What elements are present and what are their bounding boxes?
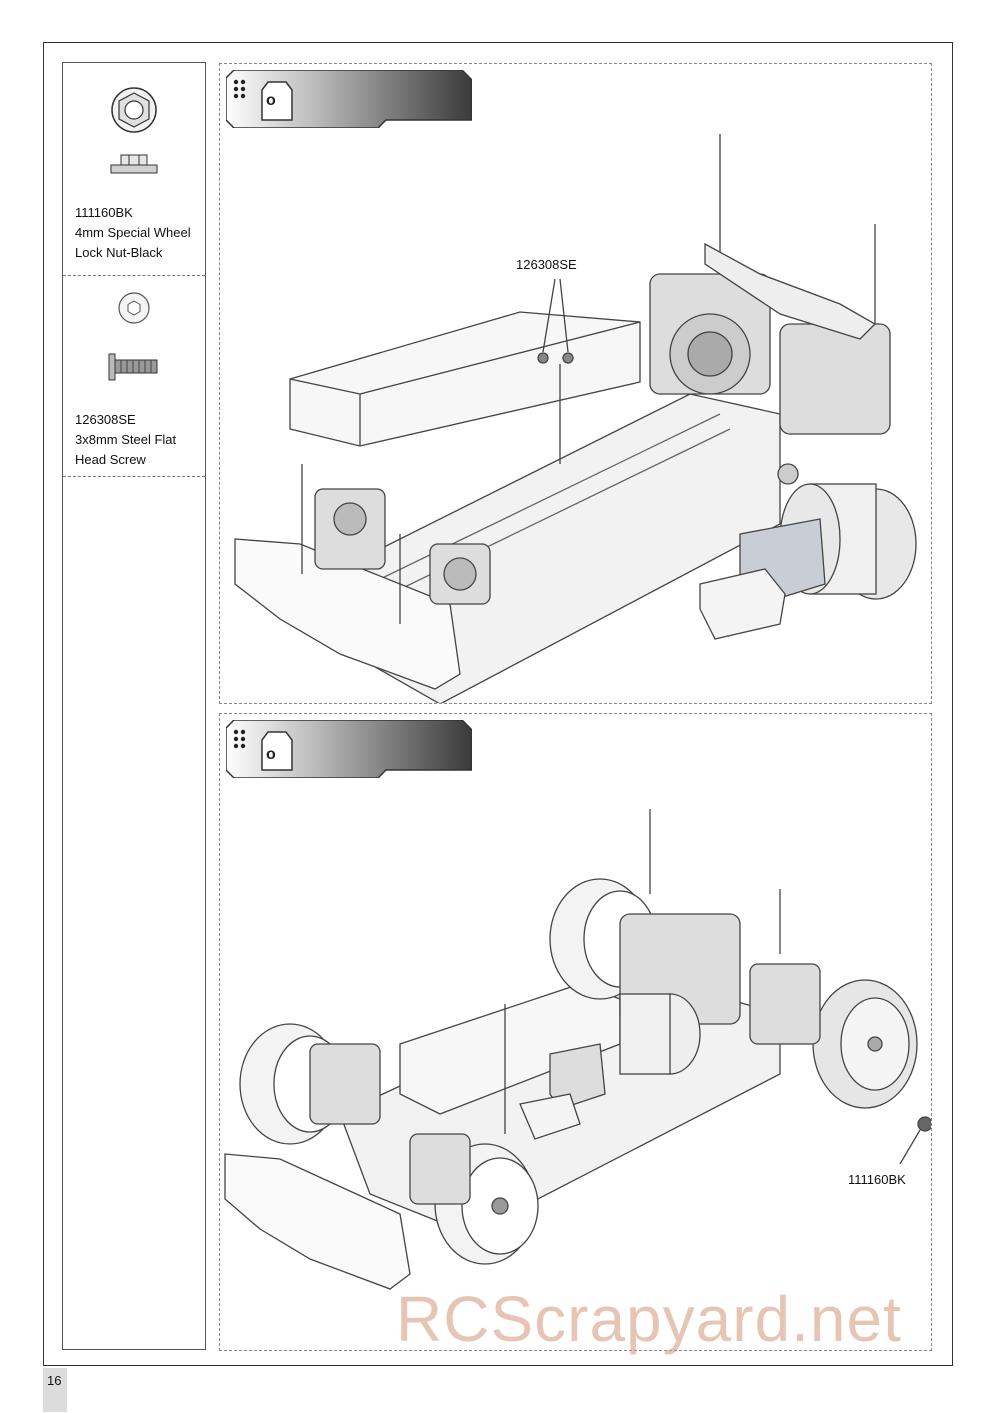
bag-label: o [266, 746, 276, 763]
chassis-with-wheels-illustration [224, 809, 931, 1290]
part-desc: Head Screw [75, 452, 146, 467]
part-item-screw: 126308SE 3x8mm Steel Flat Head Screw [63, 276, 205, 476]
step-panel-1: o [219, 63, 932, 704]
page-number-box [43, 1368, 67, 1412]
part-item-nut: 111160BK 4mm Special Wheel Lock Nut-Blac… [63, 63, 205, 275]
part-code: 126308SE [75, 412, 136, 427]
page-frame [43, 42, 953, 1366]
chassis-illustration [234, 134, 917, 703]
callout-label: 111160BK [848, 1172, 906, 1187]
page-number: 16 [47, 1373, 62, 1388]
flange-nut-icon [110, 87, 158, 174]
part-desc: 4mm Special Wheel [75, 225, 191, 240]
part-desc: 3x8mm Steel Flat [75, 432, 177, 447]
step-header-banner [226, 720, 472, 778]
callout-label: 126308SE [516, 257, 577, 272]
bag-label: o [266, 92, 276, 109]
divider [63, 275, 205, 276]
part-code: 111160BK [75, 205, 133, 220]
watermark: RCScrapyard.net [396, 1283, 902, 1355]
step-panel-2: o [219, 713, 932, 1351]
part-desc: Lock Nut-Black [75, 245, 163, 260]
divider [63, 476, 205, 477]
flat-head-screw-icon [108, 292, 158, 381]
parts-sidebar: 111160BK 4mm Special Wheel Lock Nut-Blac… [62, 62, 206, 1350]
step-header-banner [226, 70, 472, 128]
